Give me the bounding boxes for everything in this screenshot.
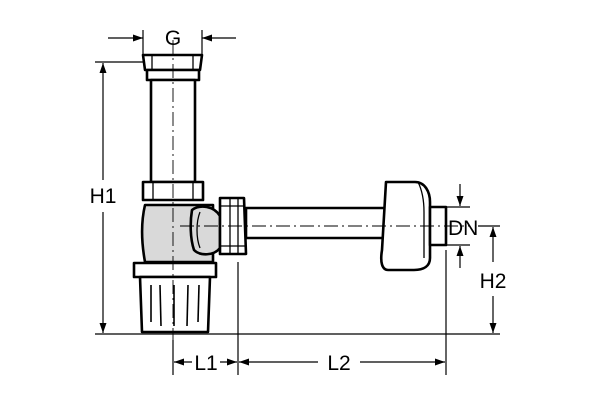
dimension-dn: DN <box>446 184 478 268</box>
dimension-g: G <box>108 27 236 56</box>
cleaning-cup <box>138 275 212 334</box>
outlet-spigot <box>189 205 222 256</box>
lower-ring <box>132 261 218 279</box>
dimension-dn-label: DN <box>448 217 478 240</box>
dimension-l1: L1 <box>172 262 239 375</box>
dimension-h1: H1 <box>90 61 500 335</box>
dimension-g-label: G <box>165 27 181 50</box>
dimension-l1-label: L1 <box>194 352 217 375</box>
center-lines <box>172 40 470 345</box>
dimension-l2-label: L2 <box>327 352 350 375</box>
bottle-trap-body <box>132 53 222 334</box>
horizontal-pipe <box>244 206 388 240</box>
dimension-h1-label: H1 <box>90 185 117 208</box>
dimension-h2: H2 <box>478 225 507 333</box>
dimension-l2: L2 <box>239 250 447 375</box>
dimension-h2-label: H2 <box>480 270 507 293</box>
